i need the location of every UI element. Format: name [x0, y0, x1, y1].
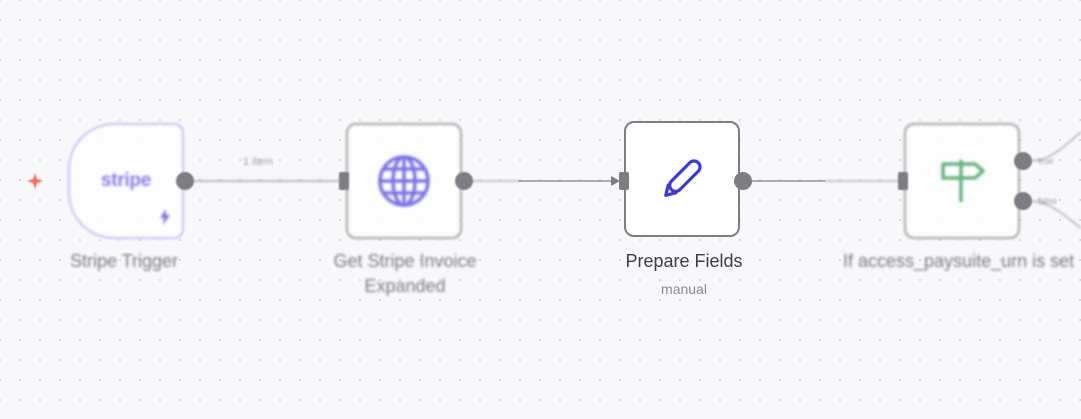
stripe-logo-icon: stripe [101, 170, 151, 191]
prepare-fields-output-handle[interactable] [734, 172, 752, 190]
node-label-get-stripe-invoice: Get Stripe Invoice Expanded [333, 251, 477, 296]
node-label-if-condition: If access_paysuite_urn is set [843, 251, 1075, 271]
if-true-output-handle[interactable] [1014, 152, 1032, 170]
connection-if-true-out[interactable] [1029, 131, 1081, 162]
node-http-request[interactable] [346, 123, 462, 239]
if-false-branch-label: false [1038, 196, 1058, 206]
http-request-output-handle[interactable] [455, 172, 473, 190]
connection-arrowhead [611, 176, 620, 186]
globe-icon [378, 155, 430, 207]
lightning-bolt-icon [160, 209, 170, 225]
node-prepare-fields[interactable] [624, 121, 740, 237]
pencil-icon [664, 159, 702, 197]
node-label-stripe-trigger: Stripe Trigger [69, 251, 179, 271]
node-subtitle-prepare-fields: manual [661, 281, 707, 297]
node-if-condition[interactable] [904, 123, 1020, 239]
if-false-output-handle[interactable] [1014, 192, 1032, 210]
connection-if-false-out[interactable] [1029, 200, 1081, 229]
stripe-trigger-output-handle[interactable] [176, 172, 194, 190]
trigger-indicator-icon [27, 173, 43, 189]
signpost-icon [941, 160, 985, 202]
if-input-handle[interactable] [898, 172, 908, 190]
node-label-prepare-fields: Prepare Fields [625, 251, 743, 271]
edge-item-count: 1 item [243, 156, 273, 168]
if-true-branch-label: true [1038, 156, 1054, 166]
node-stripe-trigger[interactable]: stripe [68, 123, 184, 239]
http-request-input-handle[interactable] [339, 172, 349, 190]
prepare-fields-input-handle[interactable] [619, 172, 629, 190]
